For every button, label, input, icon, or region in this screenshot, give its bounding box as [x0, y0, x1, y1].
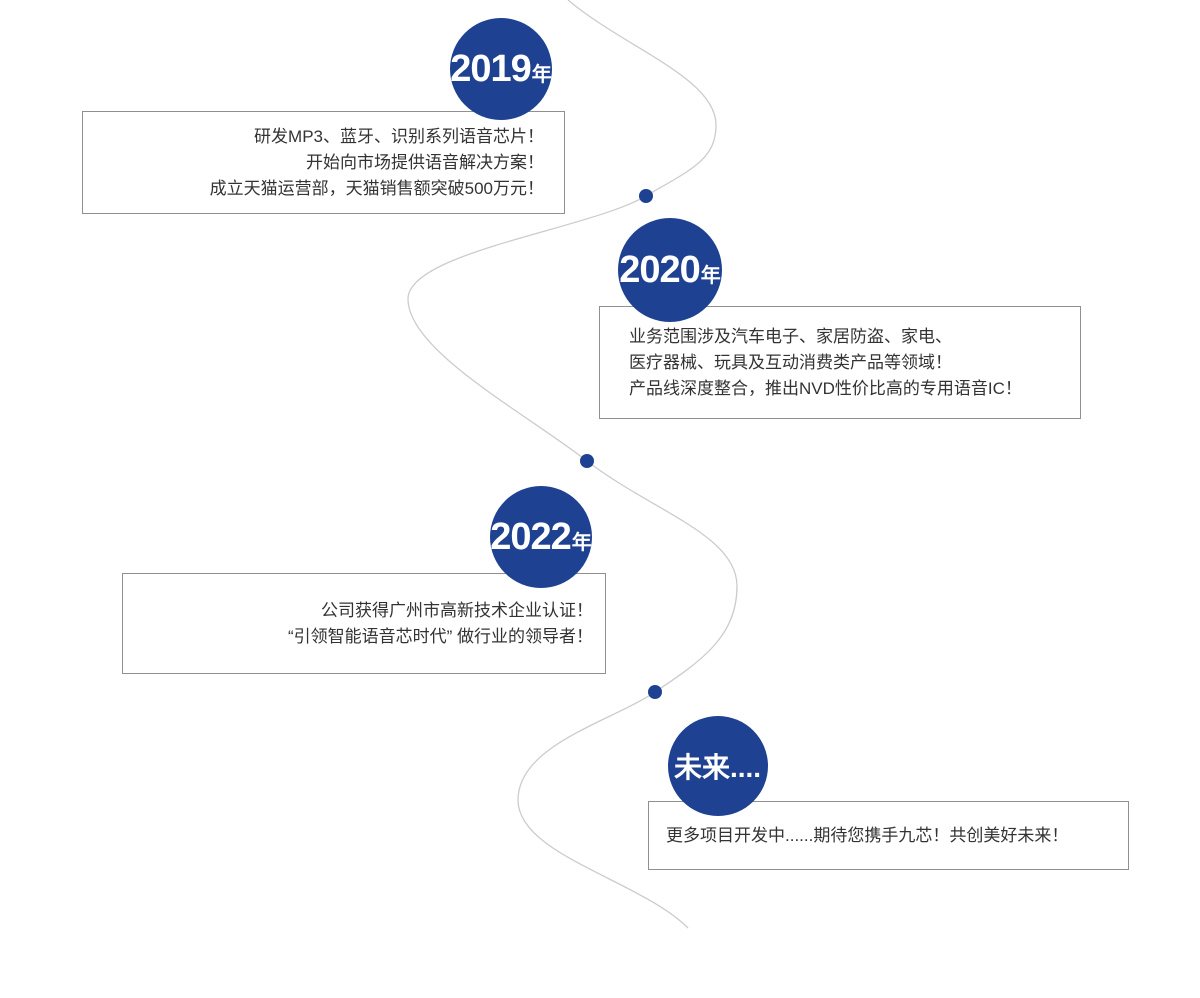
- milestone-year-suffix: 年: [531, 63, 552, 86]
- milestone-future-badge: 未来....: [668, 716, 768, 816]
- milestone-year-label: 2020: [619, 248, 701, 291]
- milestone-text-line: 开始向市场提供语音解决方案！: [306, 152, 544, 172]
- milestone-2022-box: 公司获得广州市高新技术企业认证！ “引领智能语音芯时代” 做行业的领导者！: [122, 573, 606, 674]
- milestone-text-line: 研发MP3、蓝牙、识别系列语音芯片！: [254, 126, 544, 146]
- milestone-text-line: 业务范围涉及汽车电子、家居防盗、家电、: [629, 326, 952, 346]
- milestone-text-line: 公司获得广州市高新技术企业认证！: [321, 600, 593, 620]
- milestone-text-line: 产品线深度整合，推出NVD性价比高的专用语音IC！: [629, 378, 1022, 398]
- milestone-text-line: “引领智能语音芯时代” 做行业的领导者！: [287, 626, 593, 646]
- timeline-dot-3: [648, 685, 662, 699]
- milestone-text-line: 成立天猫运营部，天猫销售额突破500万元！: [209, 178, 544, 198]
- milestone-year-label: 未来....: [673, 752, 762, 783]
- milestone-year-label: 2019: [450, 47, 532, 90]
- milestone-2020-box: 业务范围涉及汽车电子、家居防盗、家电、 医疗器械、玩具及互动消费类产品等领域！ …: [599, 306, 1081, 419]
- timeline-dot-2: [580, 454, 594, 468]
- milestone-year-label: 2022: [490, 515, 572, 558]
- milestone-year-suffix: 年: [700, 264, 721, 287]
- milestone-2019-box: 研发MP3、蓝牙、识别系列语音芯片！ 开始向市场提供语音解决方案！ 成立天猫运营…: [82, 111, 565, 214]
- milestone-year-suffix: 年: [571, 531, 592, 554]
- timeline-dot-1: [639, 189, 653, 203]
- milestone-text-line: 医疗器械、玩具及互动消费类产品等领域！: [629, 352, 952, 372]
- milestone-text-line: 更多项目开发中......期待您携手九芯！共创美好未来！: [666, 825, 1069, 845]
